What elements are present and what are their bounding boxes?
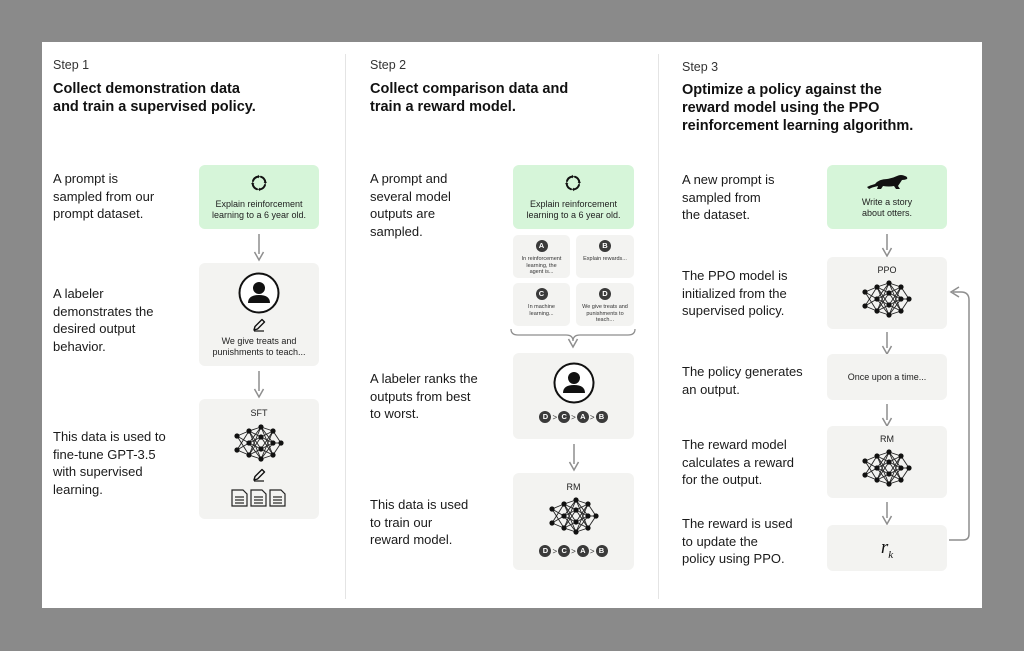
step3-label: Step 3 [682,60,719,74]
step1-title: Collect demonstration data and train a s… [53,81,256,115]
step1-labeler-box: We give treats and punishments to teach.… [199,263,319,366]
step2-arrow-2 [568,444,579,472]
neural-network-icon [862,449,912,487]
step1-desc-prompt: A prompt is sampled from our prompt data… [53,171,155,221]
step1-desc-finetune: This data is used to fine-tune GPT-3.5 w… [53,429,166,497]
step2-rm-box: RM D>C>A>B [513,473,634,570]
recycle-icon [565,174,581,192]
step3-desc-update: The reward is used to update the policy … [682,516,793,566]
step2-title: Collect comparison data and train a rewa… [370,81,569,115]
output-b-box: B Explain rewards... [576,235,634,278]
step1-label: Step 1 [53,58,90,72]
step2-desc-train: This data is used to train our reward mo… [370,497,469,547]
step2-label: Step 2 [370,58,407,72]
neural-network-icon [548,497,599,535]
output-c-box: C In machine learning... [513,283,570,326]
step3-arrow-3 [881,404,893,428]
step2-desc-prompt: A prompt and several model outputs are s… [370,171,451,239]
step3-rm-box: RM [827,426,947,498]
otter-icon [867,175,908,189]
step2-bracket-arrow [510,328,636,349]
ranking-row: D>C>A>B [513,411,634,423]
divider-2 [658,54,659,599]
output-letter: D [599,288,611,300]
person-icon [238,272,280,314]
step3-desc-reward: The reward model calculates a reward for… [682,437,794,487]
output-d-box: D We give treats and punishments to teac… [576,283,634,326]
step3-desc-output: The policy generates an output. [682,364,803,397]
output-text: Once upon a time... [847,372,927,382]
step3-desc-ppo: The PPO model is initialized from the su… [682,268,788,318]
pencil-icon [253,468,266,482]
divider-1 [345,54,346,599]
rm-label: RM [566,482,581,492]
diagram-panel: Step 1 Collect demonstration data and tr… [42,42,982,608]
output-letter: A [535,240,548,252]
feedback-loop-arrow [949,286,970,541]
sft-label: SFT [250,408,268,418]
neural-network-icon [234,424,284,462]
step1-arrow-1 [253,234,265,262]
output-a-box: A In reinforcement learning, the agent i… [513,235,570,278]
step1-sft-box: SFT [199,399,319,519]
step3-arrow-1 [881,234,893,258]
step3-title: Optimize a policy against the reward mod… [682,82,914,134]
neural-network-icon [862,280,912,318]
step1-desc-labeler: A labeler demonstrates the desired outpu… [53,286,154,354]
step3-arrow-2 [881,332,893,356]
ppo-label: PPO [877,265,897,275]
step3-arrow-4 [881,502,893,526]
output-letter: C [535,288,548,300]
ranking-row: D>C>A>B [513,545,634,557]
step3-prompt-box: Write a story about otters. [827,165,947,229]
step1-prompt-box: Explain reinforcement learning to a 6 ye… [199,165,319,229]
reward-symbol: rk [880,537,894,561]
step2-desc-rank: A labeler ranks the outputs from best to… [370,371,478,421]
step2-prompt-box: Explain reinforcement learning to a 6 ye… [513,165,634,229]
step1-arrow-2 [253,371,265,399]
output-letter: B [599,240,611,252]
step3-desc-prompt: A new prompt is sampled from the dataset… [682,172,775,222]
pencil-icon [253,318,266,332]
rm-label: RM [880,434,894,444]
step2-ranking-box: D>C>A>B [513,353,634,439]
step3-output-box: Once upon a time... [827,354,947,400]
step3-ppo-box: PPO [827,257,947,329]
recycle-icon [251,174,267,192]
step3-reward-box: rk [827,525,947,571]
person-icon [553,362,595,404]
document-icon [231,489,286,507]
